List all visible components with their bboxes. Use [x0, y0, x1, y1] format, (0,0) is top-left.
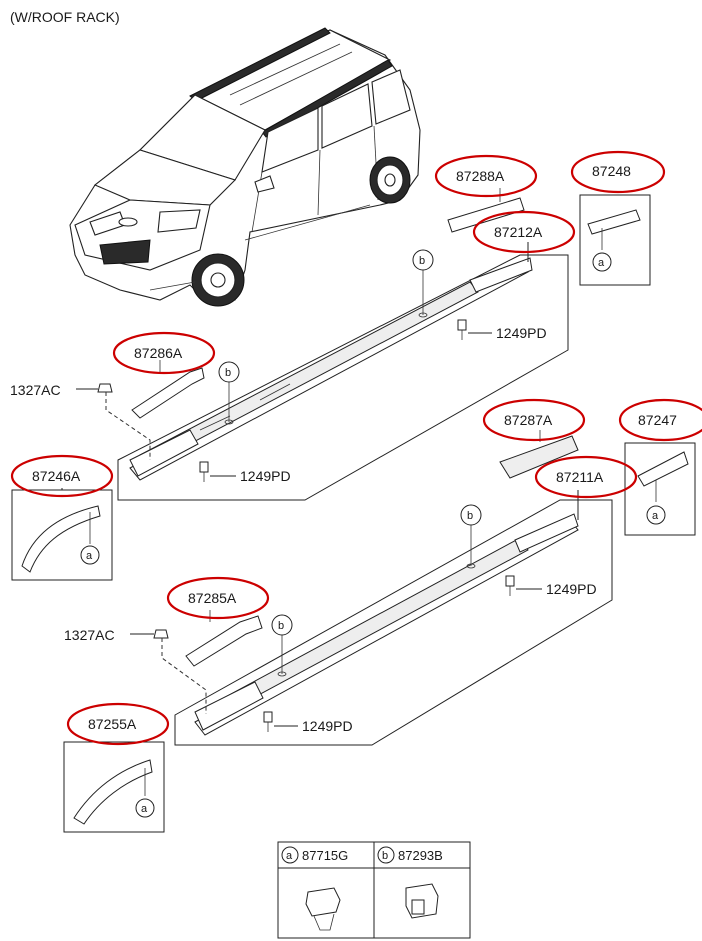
- callout-b-label: b: [419, 255, 425, 267]
- part-87248-box: a: [579, 194, 651, 286]
- highlight-87248: [570, 150, 666, 194]
- label-1249PD-4: 1249PD: [302, 718, 353, 734]
- highlight-87246A: [10, 454, 114, 498]
- callout-a-label: a: [141, 803, 148, 815]
- label-1327AC-lower: 1327AC: [64, 627, 115, 643]
- label-1327AC-upper: 1327AC: [10, 382, 61, 398]
- label-87287A: 87287A: [504, 412, 553, 428]
- part-1327AC-lower: [130, 629, 207, 714]
- callout-b-label: b: [225, 367, 231, 379]
- callout-a-label: a: [652, 510, 659, 522]
- part-87285A: [185, 610, 263, 667]
- highlight-87255A: [66, 702, 170, 746]
- legend-a-letter: a: [286, 850, 293, 862]
- part-1327AC-upper: [76, 383, 151, 460]
- legend-b-part: 87293B: [398, 848, 443, 863]
- highlight-87212A: [472, 210, 576, 254]
- part-87247-box: a: [624, 442, 696, 536]
- label-1249PD-1: 1249PD: [496, 325, 547, 341]
- clip-87293B-icon: [405, 883, 439, 919]
- highlight-87211A: [534, 455, 638, 499]
- label-87288A: 87288A: [456, 168, 505, 184]
- part-87255A-box: a: [63, 741, 165, 833]
- callout-a-label: a: [598, 257, 605, 269]
- lower-rail-assembly: b b: [174, 490, 613, 746]
- label-87255A: 87255A: [88, 716, 137, 732]
- highlight-87286A: [112, 331, 216, 375]
- part-87246A-box: a: [11, 488, 113, 581]
- legend-a-part: 87715G: [302, 848, 348, 863]
- highlight-87288A: [434, 154, 538, 198]
- callout-b-label: b: [467, 510, 473, 522]
- car-illustration: [69, 27, 421, 307]
- label-87211A: 87211A: [556, 469, 604, 485]
- label-87246A: 87246A: [32, 468, 81, 484]
- clip-87715G-icon: [305, 887, 341, 931]
- label-87285A: 87285A: [188, 590, 237, 606]
- diagram-title: (W/ROOF RACK): [10, 9, 120, 25]
- label-1249PD-3: 1249PD: [546, 581, 597, 597]
- label-87247: 87247: [638, 412, 677, 428]
- highlight-87247: [618, 398, 702, 442]
- label-1249PD-2: 1249PD: [240, 468, 291, 484]
- highlight-87285A: [166, 576, 270, 620]
- part-87286A: [131, 360, 205, 419]
- part-labels: 87288A 87248 87212A 87286A 1327AC 1249PD…: [10, 163, 677, 734]
- callout-b-label: b: [278, 620, 284, 632]
- label-87248: 87248: [592, 163, 631, 179]
- highlight-ovals: [10, 150, 702, 746]
- upper-rail-assembly: b b: [117, 242, 569, 501]
- label-87212A: 87212A: [494, 224, 543, 240]
- legend-b-letter: b: [382, 850, 388, 862]
- label-87286A: 87286A: [134, 345, 183, 361]
- callout-a-label: a: [86, 550, 93, 562]
- legend-table: a 87715G b 87293B: [277, 841, 471, 939]
- highlight-87287A: [482, 398, 586, 442]
